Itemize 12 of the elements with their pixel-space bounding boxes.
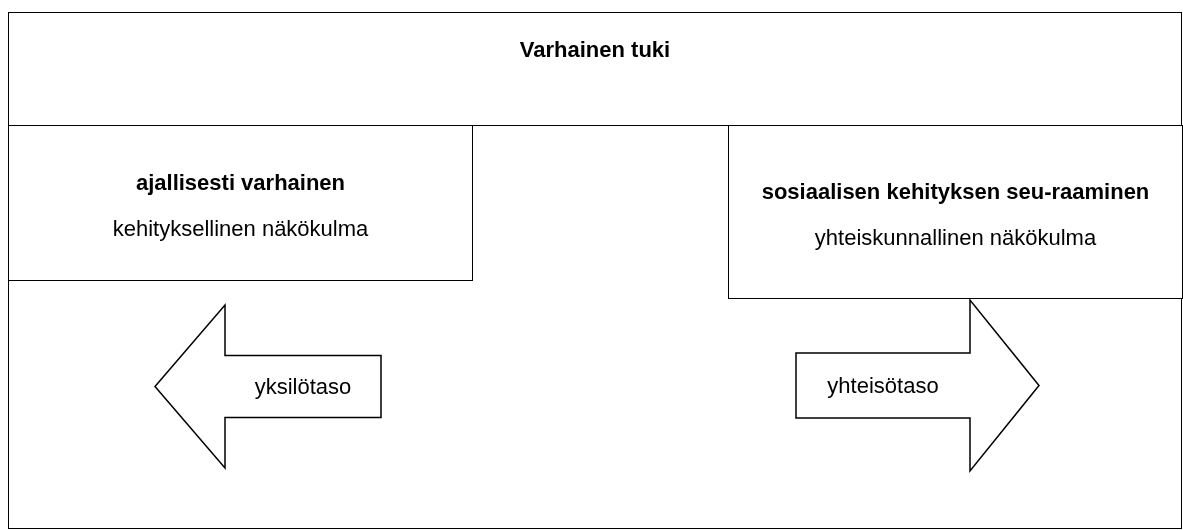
- box-subtitle: kehityksellinen näkökulma: [111, 215, 370, 243]
- arrow-label: yksilötaso: [253, 372, 353, 401]
- text-box: [8, 125, 473, 281]
- text-box: [728, 125, 1183, 299]
- diagram-frame: [8, 12, 1182, 529]
- box-subtitle: yhteiskunnallinen näkökulma: [813, 224, 1098, 252]
- block-arrow: [155, 305, 381, 468]
- frame-heading: Varhainen tuki: [518, 37, 672, 63]
- block-arrow: [796, 300, 1039, 471]
- box-heading: sosiaalisen kehityksen seu-raaminen: [760, 178, 1151, 206]
- box-heading: ajallisesti varhainen: [134, 169, 347, 197]
- arrow-label: yhteisötaso: [826, 371, 940, 400]
